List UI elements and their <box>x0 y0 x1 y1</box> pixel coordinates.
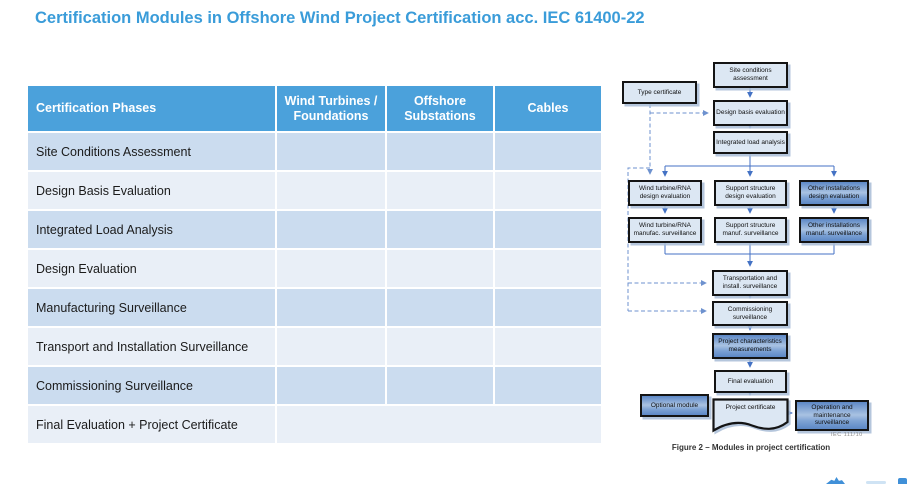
flow-box-site-conditions-assessment: Site conditions assessment <box>713 62 788 88</box>
column-header-offshore-substations: Offshore Substations <box>387 86 493 131</box>
table-row-phase: Design Evaluation <box>28 250 275 287</box>
flow-box-wind-turbine-manufacturing-surveillance: Wind turbine/RNA manufac. surveillance <box>628 217 702 243</box>
table-cell <box>495 133 601 170</box>
table-cell <box>277 250 385 287</box>
table-row-phase: Commissioning Surveillance <box>28 367 275 404</box>
table-cell <box>277 367 385 404</box>
logo-fragment-icon <box>898 478 907 484</box>
table-cell <box>387 133 493 170</box>
flow-box-other-installations-design-evaluation: Other installations design evaluation <box>799 180 869 206</box>
logo-fragment-icon <box>826 477 845 484</box>
flow-legend-optional-module: Optional module <box>640 394 709 417</box>
flow-box-other-installations-manufacturing-surveillance: Other installations manuf. surveillance <box>799 217 869 243</box>
flow-box-type-certificate: Type certificate <box>622 81 697 104</box>
table-row-phase: Transport and Installation Surveillance <box>28 328 275 365</box>
document-shape-icon <box>712 398 789 433</box>
table-cell <box>387 328 493 365</box>
table-cell <box>387 172 493 209</box>
table-cell <box>495 289 601 326</box>
flow-box-support-structure-manufacturing-surveillance: Support structure manuf. surveillance <box>714 217 787 243</box>
figure-caption: Figure 2 – Modules in project certificat… <box>671 443 831 452</box>
table-cell <box>387 250 493 287</box>
table-row-phase: Design Basis Evaluation <box>28 172 275 209</box>
table-cell <box>495 250 601 287</box>
table-cell <box>495 367 601 404</box>
table-row-phase: Site Conditions Assessment <box>28 133 275 170</box>
flow-box-project-certificate-label: Project certificate <box>725 404 776 411</box>
certification-flowchart: Type certificate Site conditions assessm… <box>615 55 905 455</box>
flow-box-wind-turbine-design-evaluation: Wind turbine/RNA design evaluation <box>628 180 702 206</box>
flow-box-project-certificate: Project certificate <box>712 398 789 434</box>
table-cell <box>277 133 385 170</box>
table-row-phase: Integrated Load Analysis <box>28 211 275 248</box>
table-cell <box>277 211 385 248</box>
table-cell <box>387 289 493 326</box>
table-cell <box>387 367 493 404</box>
page-title: Certification Modules in Offshore Wind P… <box>35 9 645 27</box>
flow-box-operation-maintenance-surveillance: Operation and maintenance surveillance <box>795 400 869 431</box>
flow-box-transportation-installation-surveillance: Transportation and install. surveillance <box>712 270 788 296</box>
column-header-phases: Certification Phases <box>28 86 275 131</box>
certification-table: Certification Phases Wind Turbines / Fou… <box>28 86 601 443</box>
column-header-wind-turbines: Wind Turbines / Foundations <box>277 86 385 131</box>
flow-box-design-basis-evaluation: Design basis evaluation <box>713 100 788 126</box>
table-cell <box>495 172 601 209</box>
flow-box-final-evaluation: Final evaluation <box>714 370 787 393</box>
table-cell <box>387 211 493 248</box>
table-cell <box>495 211 601 248</box>
iec-figure-reference: IEC 111/10 <box>831 432 863 438</box>
table-cell <box>495 328 601 365</box>
flow-box-commissioning-surveillance: Commissioning surveillance <box>712 301 788 326</box>
logo-fragment-icon <box>866 481 886 484</box>
flow-box-integrated-load-analysis: Integrated load analysis <box>713 131 788 154</box>
flow-box-project-characteristics-measurements: Project characteristics measurements <box>712 333 788 359</box>
table-cell <box>277 289 385 326</box>
flowchart-connectors <box>627 88 837 416</box>
table-row-phase: Final Evaluation + Project Certificate <box>28 406 275 443</box>
column-header-cables: Cables <box>495 86 601 131</box>
table-row-phase: Manufacturing Surveillance <box>28 289 275 326</box>
flow-box-support-structure-design-evaluation: Support structure design evaluation <box>714 180 787 206</box>
table-cell <box>277 172 385 209</box>
table-cell <box>277 328 385 365</box>
table-cell-merged <box>277 406 601 443</box>
